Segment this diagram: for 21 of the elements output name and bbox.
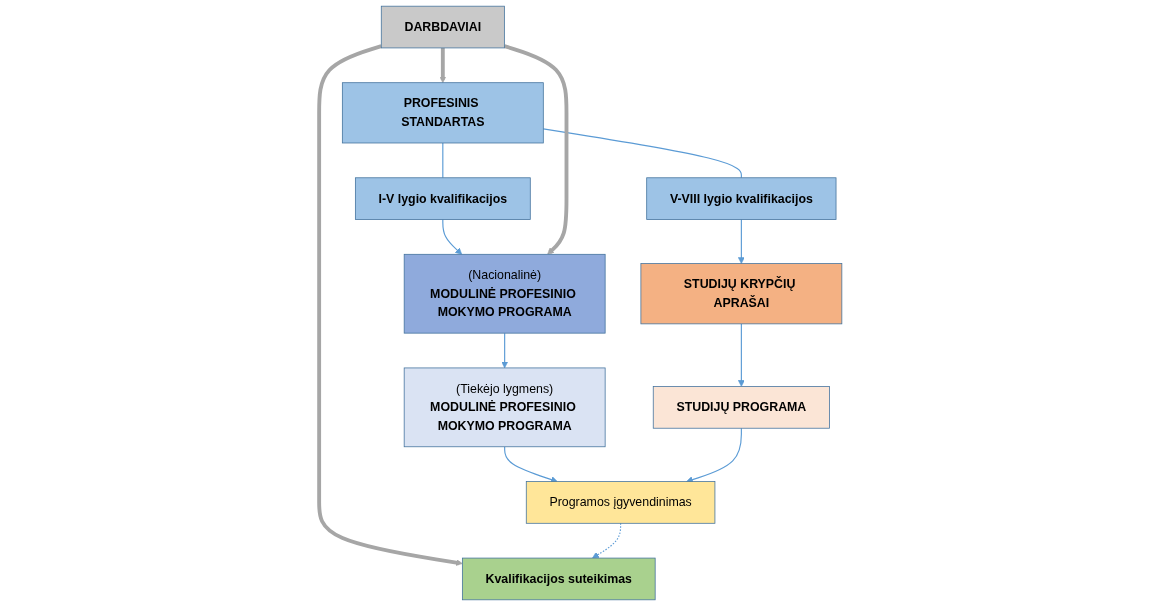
arrow: [317, 44, 463, 566]
connector: [542, 128, 742, 179]
arrow: [503, 44, 569, 255]
arrow: [442, 218, 463, 255]
arrow: [686, 427, 742, 483]
node-box: PROFESINIS STANDARTAS: [341, 82, 544, 144]
node-box: (Tiekėjo lygmens) MODULINĖ PROFESINIO MOKYMO PROGRAMA: [403, 367, 606, 448]
node-box: STUDIJŲ PROGRAMA: [652, 386, 830, 429]
node-box: (Nacionalinė) MODULINĖ PROFESINIO MOKYMO PROGRAMA: [403, 253, 606, 334]
arrow: [504, 446, 558, 483]
arrow: [737, 323, 745, 387]
node-box: STUDIJŲ KRYPČIŲ APRAŠAI: [640, 263, 843, 325]
arrow: [439, 47, 447, 83]
arrow: [737, 218, 745, 264]
connector: [442, 142, 444, 179]
node-box: Programos įgyvendinimas: [525, 481, 716, 524]
arrow: [501, 332, 509, 369]
node-box: V-VIII lygio kvalifikacijos: [646, 177, 837, 220]
node-box: Kvalifikacijos suteikimas: [461, 557, 656, 601]
node-box: I-V lygio kvalifikacijos: [354, 177, 531, 220]
node-box: DARBDAVIAI: [380, 5, 505, 49]
